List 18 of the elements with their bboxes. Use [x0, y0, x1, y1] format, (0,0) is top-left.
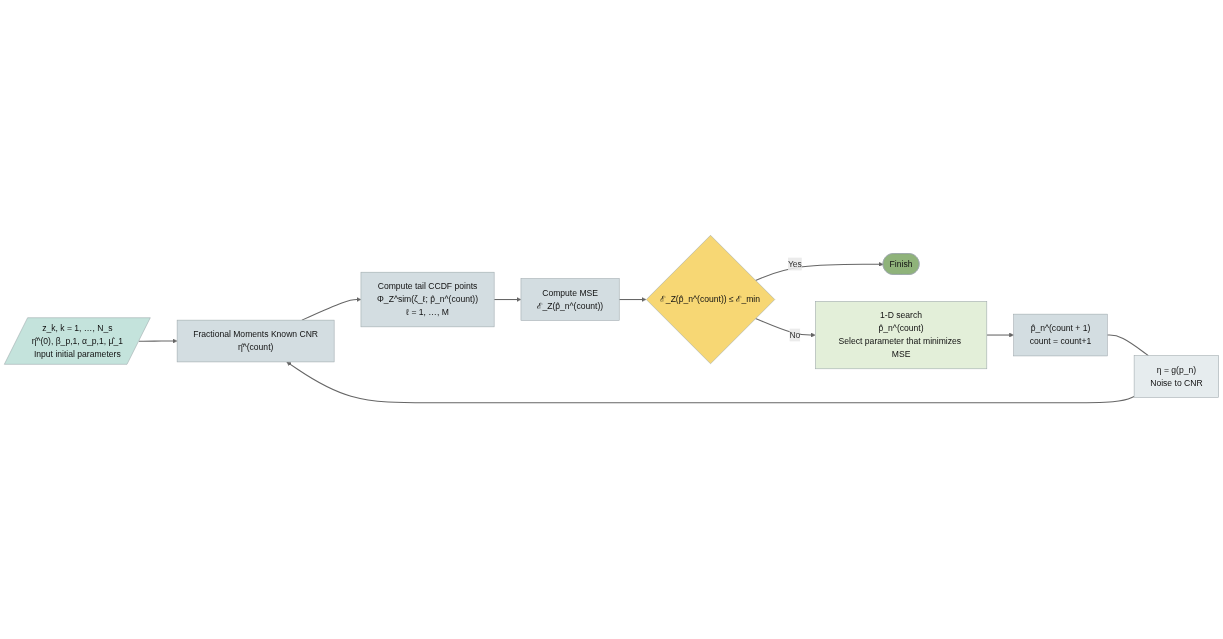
edge-label: No	[789, 330, 801, 340]
arrow	[286, 362, 1135, 404]
arrow	[493, 297, 522, 303]
node-box: Compute tail CCDF points Φ_Z^sim(ζ_ℓ; p̂_n^(count)) ℓ = 1, …, M	[360, 272, 495, 328]
node-box: p̂_n^(count + 1) count = count+1	[1013, 314, 1108, 357]
node-box: η = g(p_n) Noise to CNR	[1133, 355, 1219, 399]
connector	[1106, 334, 1149, 357]
arrow	[986, 333, 1014, 338]
arrow	[755, 318, 816, 338]
node-diamond: ℰ_Z(p̂_n^(count)) ≤ ℰ_min	[646, 235, 776, 365]
arrow	[618, 297, 647, 303]
edge-label: Yes	[787, 259, 802, 269]
arrow	[138, 339, 178, 344]
node-box: 1-D search p̂_n^(count) Select parameter that minimizes MSE	[815, 301, 988, 370]
arrow	[755, 262, 884, 282]
node-box: Compute MSE ℰ_Z(p̂_n^(count))	[520, 278, 620, 322]
arrow	[301, 297, 362, 322]
node-box: Fractional Moments Known CNR η̂^(count)	[176, 320, 335, 363]
